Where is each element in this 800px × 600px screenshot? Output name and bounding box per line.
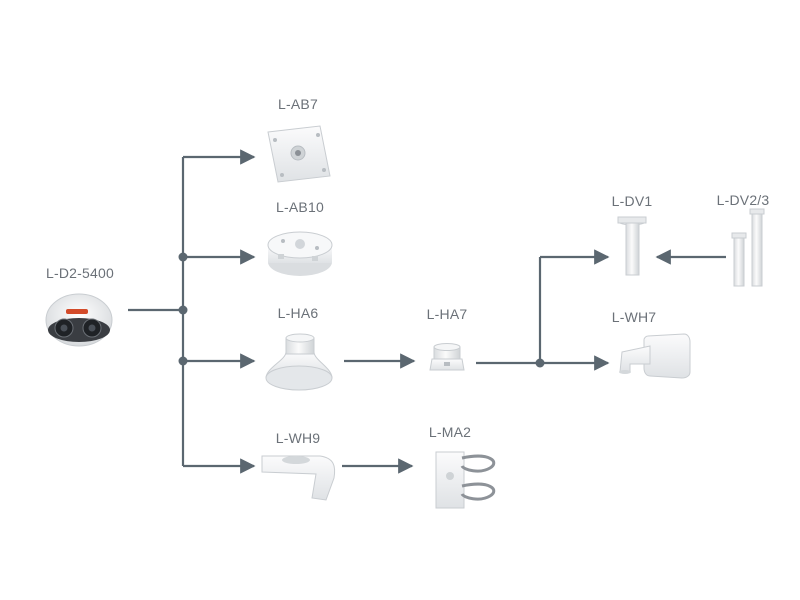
wall-bracket-wh9-image: [261, 455, 336, 501]
label-camera: L-D2-5400: [46, 265, 114, 281]
junction-dot: [178, 305, 188, 315]
junction-box-ab7-image: [267, 125, 331, 183]
label-dv1: L-DV1: [611, 193, 653, 209]
junction-dot: [535, 358, 545, 368]
junction-dot: [178, 356, 188, 366]
junction-dot: [178, 252, 188, 262]
label-ha6: L-HA6: [277, 305, 319, 321]
wall-bracket-wh7-image: [619, 333, 691, 379]
label-ab7: L-AB7: [278, 96, 318, 112]
label-ma2: L-MA2: [428, 424, 472, 440]
label-dv23: L-DV2/3: [716, 192, 770, 208]
pendant-adapter-ha6-image: [265, 333, 333, 391]
label-ab10: L-AB10: [276, 199, 324, 215]
label-wh7: L-WH7: [611, 309, 657, 325]
junction-box-ab10-image: [267, 231, 333, 276]
label-wh9: L-WH9: [275, 430, 321, 446]
label-ha7: L-HA7: [426, 306, 468, 322]
adapter-ha7-image: [429, 343, 465, 371]
extension-poles-dv23-image: [731, 208, 765, 287]
pendant-pole-dv1-image: [617, 216, 647, 276]
pole-mount-ma2-image: [435, 451, 496, 509]
dome-camera-image: [45, 293, 113, 347]
